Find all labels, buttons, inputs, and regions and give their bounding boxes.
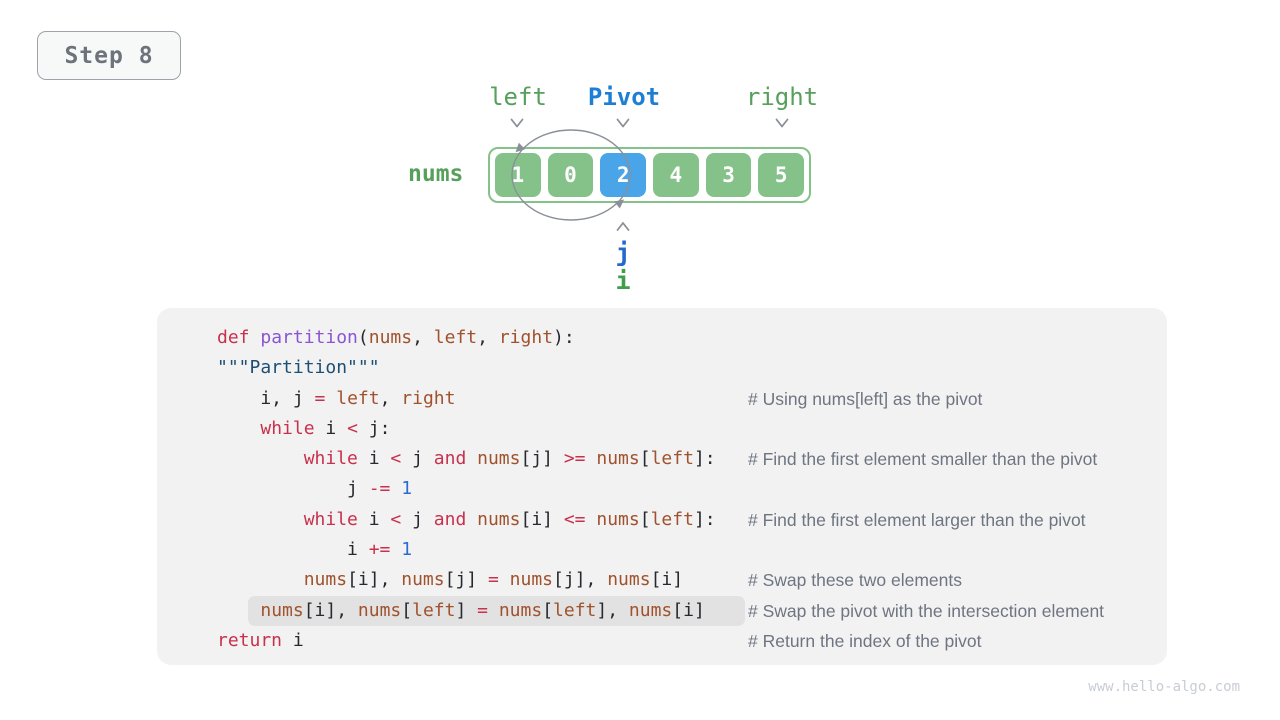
code-line-3: i, j = left, right# Using nums[left] as … (157, 384, 1167, 414)
array-cell-0: 1 (495, 153, 541, 197)
code-line-2: """Partition""" (217, 357, 380, 379)
code-line-5: while i < j and nums[j] >= nums[left]:# … (157, 444, 1167, 474)
code-line-1: def partition(nums, left, right): (217, 327, 575, 348)
code-line-10: nums[i], nums[left] = nums[left], nums[i… (157, 595, 1167, 626)
index-pointer-i: i (615, 266, 631, 295)
code-comment: # Return the index of the pivot (748, 630, 982, 651)
array-cell-5: 5 (758, 153, 805, 197)
code-lines: def partition(nums, left, right): """Part… (157, 323, 1167, 656)
code-comment: # Swap these two elements (748, 570, 963, 591)
code-panel: def partition(nums, left, right): """Part… (157, 308, 1167, 665)
code-comment: # Swap the pivot with the intersection e… (748, 600, 1105, 621)
array-cell-1: 0 (547, 153, 594, 197)
pointer-label-left: left (489, 83, 547, 111)
down-arrow-icon (510, 118, 524, 128)
down-arrow-icon (775, 118, 789, 128)
code-line-7: while i < j and nums[i] <= nums[left]:# … (157, 505, 1167, 535)
step-badge-label: Step 8 (64, 42, 154, 69)
swap-arrowhead-icon (614, 199, 625, 209)
array-cell-2: 2 (600, 153, 647, 197)
pointer-label-pivot: Pivot (587, 83, 661, 111)
down-arrow-icon (616, 118, 630, 128)
array-cell-3: 4 (653, 153, 699, 197)
code-line-11: return i# Return the index of the pivot (157, 626, 1167, 656)
code-comment: # Find the first element larger than the… (748, 509, 1086, 530)
code-comment: # Using nums[left] as the pivot (748, 388, 983, 409)
code-line-8: i += 1 (217, 539, 413, 561)
array-name-label: nums (408, 161, 464, 187)
code-line-4: while i < j: (260, 417, 391, 439)
index-pointer-j: j (615, 238, 631, 267)
step-badge: Step 8 (37, 31, 181, 80)
array-cell-4: 3 (705, 153, 752, 197)
code-comment: # Find the first element smaller than th… (748, 449, 1098, 470)
highlight-box (248, 595, 745, 626)
watermark: www.hello-algo.com (1088, 679, 1240, 695)
code-line-9: nums[i], nums[j] = nums[j], nums[i]# Swa… (157, 565, 1167, 595)
code-line-6: j -= 1 (217, 478, 413, 500)
up-arrow-icon (616, 222, 630, 231)
swap-arrowhead-icon (515, 142, 526, 153)
swap-cycle-icon (511, 129, 631, 221)
pointer-label-right: right (745, 83, 819, 111)
